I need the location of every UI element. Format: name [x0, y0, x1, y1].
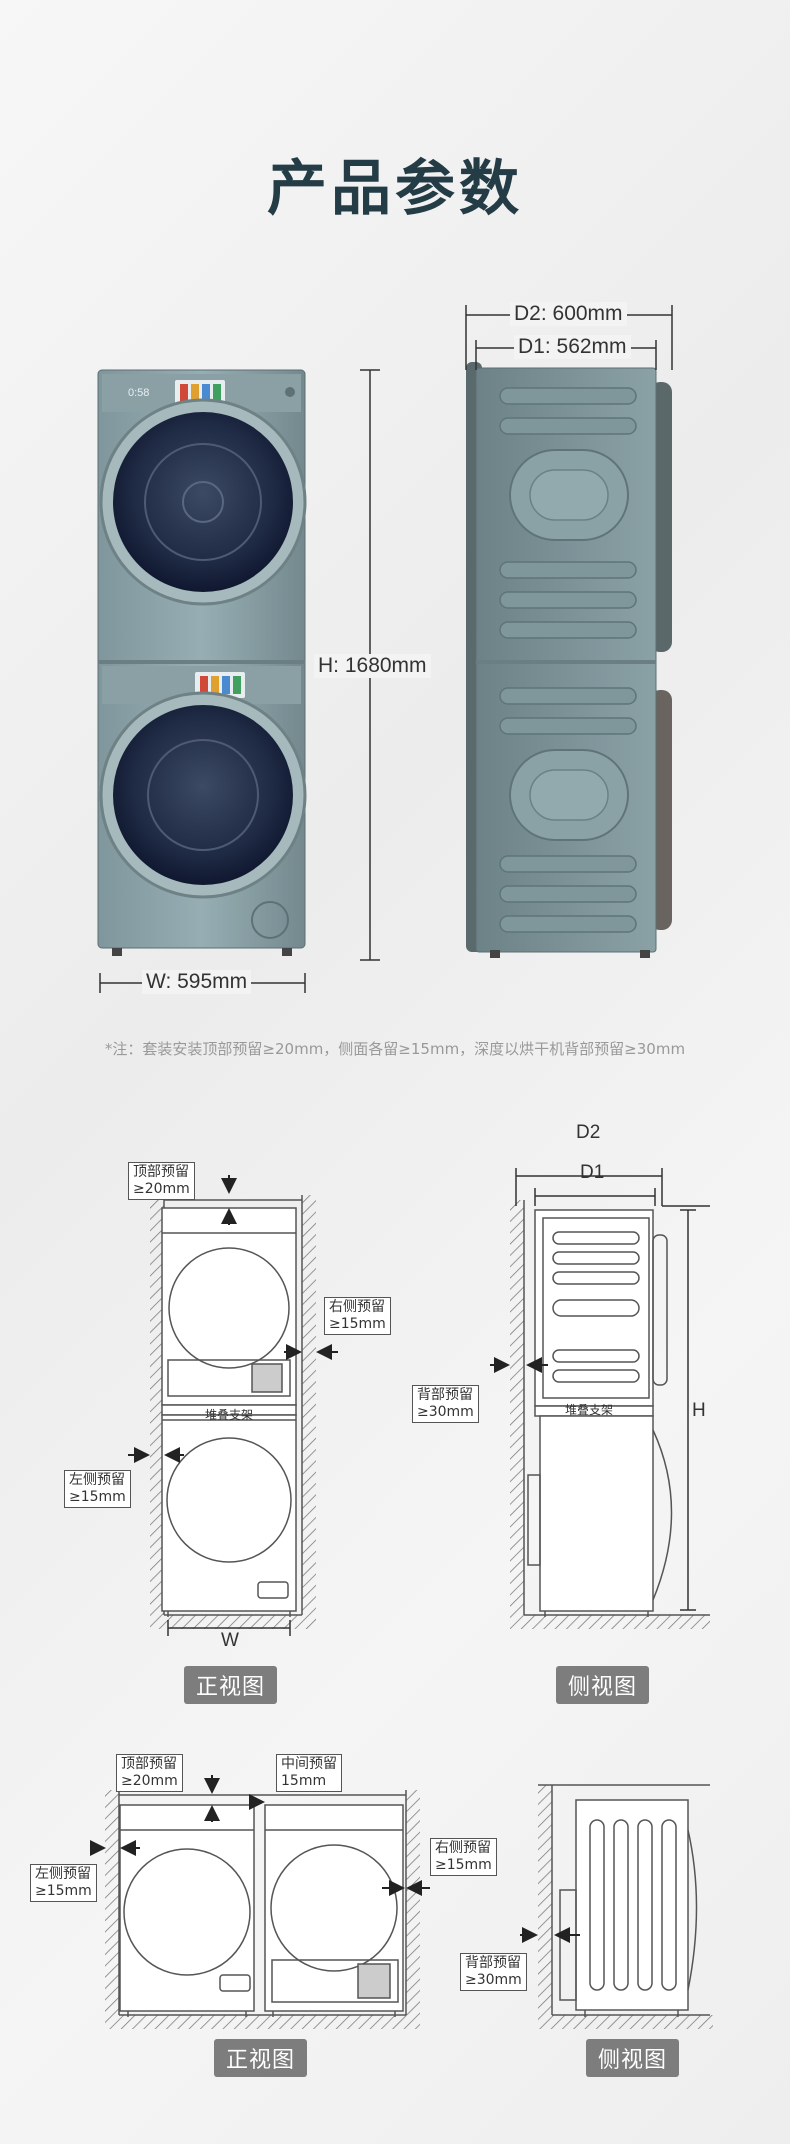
diagram1-arrows — [128, 1175, 338, 1463]
d3-middle-clearance-label: 中间预留 15mm — [276, 1754, 342, 1792]
product-illustration: 0:58 — [97, 305, 673, 993]
h-dimension-label: H: 1680mm — [314, 654, 431, 678]
page-title: 产品参数 — [267, 154, 523, 224]
d1-left-clearance-label: 左侧预留 ≥15mm — [64, 1470, 131, 1508]
upper-panel-time: 0:58 — [128, 387, 149, 399]
installation-note: *注：套装安装顶部预留≥20mm，侧面各留≥15mm，深度以烘干机背部预留≥30… — [104, 1040, 686, 1058]
front-view-machine: 0:58 — [97, 369, 307, 956]
d4-back-clearance-label: 背部预留 ≥30mm — [460, 1953, 527, 1991]
d1-dimension-label: D1: 562mm — [514, 335, 631, 359]
d2-d2-label: D2 — [576, 1122, 601, 1143]
diagram-side-by-side-front — [105, 1790, 420, 2029]
diagram-stacked-side — [510, 1168, 710, 1629]
w-dimension-label: W: 595mm — [142, 970, 252, 994]
d3-right-clearance-label: 右侧预留 ≥15mm — [430, 1838, 497, 1876]
d2-dimension-label: D2: 600mm — [510, 302, 627, 326]
d3-left-clearance-label: 左侧预留 ≥15mm — [30, 1864, 97, 1902]
filter-cover — [251, 901, 289, 939]
diagram-dryer-side — [538, 1784, 713, 2029]
d1-w-label: W — [221, 1630, 239, 1651]
d3-top-clearance-label: 顶部预留 ≥20mm — [116, 1754, 183, 1792]
d1-right-clearance-label: 右侧预留 ≥15mm — [324, 1297, 391, 1335]
d4-caption: 侧视图 — [586, 2039, 680, 2077]
d1-caption: 正视图 — [184, 1666, 278, 1704]
d1-top-clearance-label: 顶部预留 ≥20mm — [128, 1162, 195, 1200]
upper-door-glass — [113, 412, 293, 592]
d2-bracket-label: 堆叠支架 — [565, 1403, 614, 1417]
lower-door-glass — [113, 705, 293, 885]
d3-caption: 正视图 — [214, 2039, 308, 2077]
diagram-stacked-front — [150, 1195, 316, 1636]
d2-caption: 侧视图 — [556, 1666, 650, 1704]
d2-d1-label: D1 — [580, 1162, 605, 1183]
diagram3-arrows — [90, 1775, 430, 1896]
side-view-machine — [466, 362, 672, 958]
d2-h-label: H — [692, 1400, 706, 1421]
d2-back-clearance-label: 背部预留 ≥30mm — [412, 1385, 479, 1423]
d1-bracket-label: 堆叠支架 — [205, 1408, 254, 1422]
